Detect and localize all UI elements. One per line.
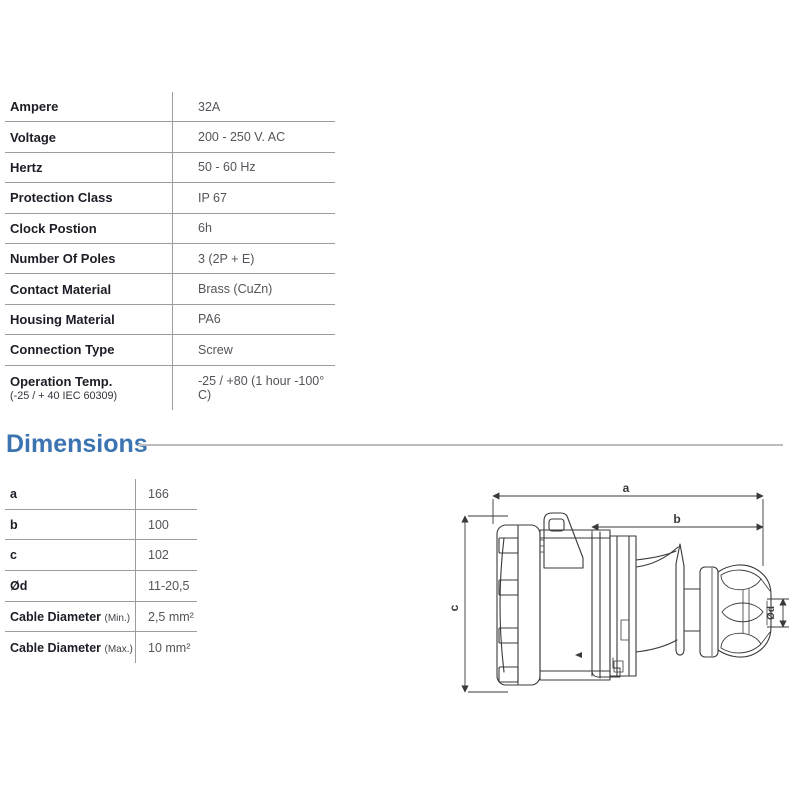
spec-value: -25 / +80 (1 hour -100° C) [198, 373, 325, 402]
cap-lug [498, 537, 519, 554]
dim-label-main: Cable Diameter [10, 609, 102, 624]
dim-label-sub: (Min.) [104, 612, 131, 624]
dimension-lines [461, 492, 789, 693]
flange-disk [675, 543, 685, 656]
dim-label: Ød [10, 578, 28, 593]
table-row: Cable Diameter (Min.) 2,5 mm² [5, 602, 197, 633]
spec-value: PA6 [198, 312, 221, 327]
dim-label: Cable Diameter (Min.) [5, 610, 135, 624]
table-row: Voltage 200 - 250 V. AC [5, 122, 335, 153]
table-row: Clock Postion 6h [5, 214, 335, 244]
spec-value: 50 - 60 Hz [198, 160, 256, 175]
latch [543, 512, 584, 569]
dim-label-sub: (Max.) [104, 643, 133, 655]
dim-c-label: c [447, 604, 461, 611]
mold-arrow-mark [575, 652, 582, 658]
table-row: Number Of Poles 3 (2P + E) [5, 244, 335, 275]
spec-value: 3 (2P + E) [198, 251, 255, 266]
cone-bottom [635, 639, 678, 653]
dim-label: Cable Diameter (Max.) [5, 641, 135, 655]
cap-lug [498, 579, 519, 596]
table-row: Cable Diameter (Max.) 10 mm² [5, 632, 197, 663]
gland-band [699, 566, 719, 658]
table-row: a 166 [5, 479, 197, 510]
technical-drawing: a b c Ød [447, 481, 789, 693]
table-row: c 102 [5, 540, 197, 572]
dimensions-rule [138, 444, 783, 446]
dim-value: 102 [148, 548, 169, 563]
spec-label-main: Operation Temp. [10, 373, 113, 389]
dimensions-table-divider [135, 479, 136, 664]
bottom-clip-detail [613, 660, 624, 673]
spec-value: IP 67 [198, 190, 227, 205]
spec-value: Screw [198, 342, 233, 357]
dim-value: 2,5 mm² [148, 609, 194, 624]
table-row: b 100 [5, 510, 197, 541]
dim-label: b [10, 517, 18, 532]
spec-label: Contact Material [10, 281, 112, 297]
table-row: Contact Material Brass (CuZn) [5, 274, 335, 305]
spec-label: Protection Class [10, 190, 113, 206]
gland-petal-bottom [720, 632, 762, 654]
gland-body [717, 564, 772, 658]
dim-label: c [10, 548, 17, 563]
collar [609, 535, 637, 677]
cone-top [635, 550, 677, 561]
table-row: Hertz 50 - 60 Hz [5, 153, 335, 184]
table-row: Protection Class IP 67 [5, 183, 335, 214]
spec-label: Voltage [10, 129, 56, 145]
spec-table-divider [172, 92, 173, 410]
dim-label: a [10, 486, 17, 501]
spec-table: Ampere 32A Voltage 200 - 250 V. AC Hertz… [5, 92, 335, 410]
table-row: Connection Type Screw [5, 335, 335, 366]
spec-label: Connection Type [10, 342, 115, 358]
dim-label-main: Cable Diameter [10, 640, 102, 655]
dim-value: 11-20,5 [148, 578, 190, 593]
spec-label: Number Of Poles [10, 251, 116, 267]
spec-value: 200 - 250 V. AC [198, 130, 286, 145]
spec-value: 6h [198, 221, 212, 236]
connector-outline [496, 512, 772, 686]
spec-value: 32A [198, 99, 221, 114]
spec-label: Clock Postion [10, 220, 97, 236]
latch-hole [548, 518, 565, 532]
spec-label: Operation Temp. (-25 / + 40 IEC 60309) [5, 374, 172, 402]
dim-value: 166 [148, 486, 169, 501]
dim-value: 10 mm² [148, 640, 191, 655]
spec-label: Ampere [10, 99, 59, 115]
cap-dome-edge [499, 537, 505, 673]
spec-value: Brass (CuZn) [198, 282, 273, 297]
table-row: Ampere 32A [5, 92, 335, 123]
gland-petal-top [720, 569, 762, 591]
spec-label: Hertz [10, 159, 43, 175]
spec-label: Housing Material [10, 311, 115, 327]
cap-lug [498, 627, 519, 644]
dimensions-table: a 166 b 100 c 102 Ød 11-20,5 Cable Diame… [5, 479, 197, 664]
table-row: Operation Temp. (-25 / + 40 IEC 60309) -… [5, 366, 335, 410]
bottom-clip [591, 655, 621, 678]
gland-petal-middle [721, 602, 764, 623]
latch-teeth [539, 539, 545, 553]
spec-label-sub: (-25 / + 40 IEC 60309) [10, 389, 118, 402]
table-row: Ød 11-20,5 [5, 571, 197, 602]
dim-b-label: b [673, 512, 680, 526]
cone-flare [635, 546, 679, 568]
collar-detail [620, 619, 630, 641]
table-row: Housing Material PA6 [5, 305, 335, 336]
dim-a-label: a [623, 481, 630, 495]
dim-value: 100 [148, 517, 169, 532]
cap-lug [498, 666, 519, 683]
dimensions-heading: Dimensions [6, 430, 148, 458]
